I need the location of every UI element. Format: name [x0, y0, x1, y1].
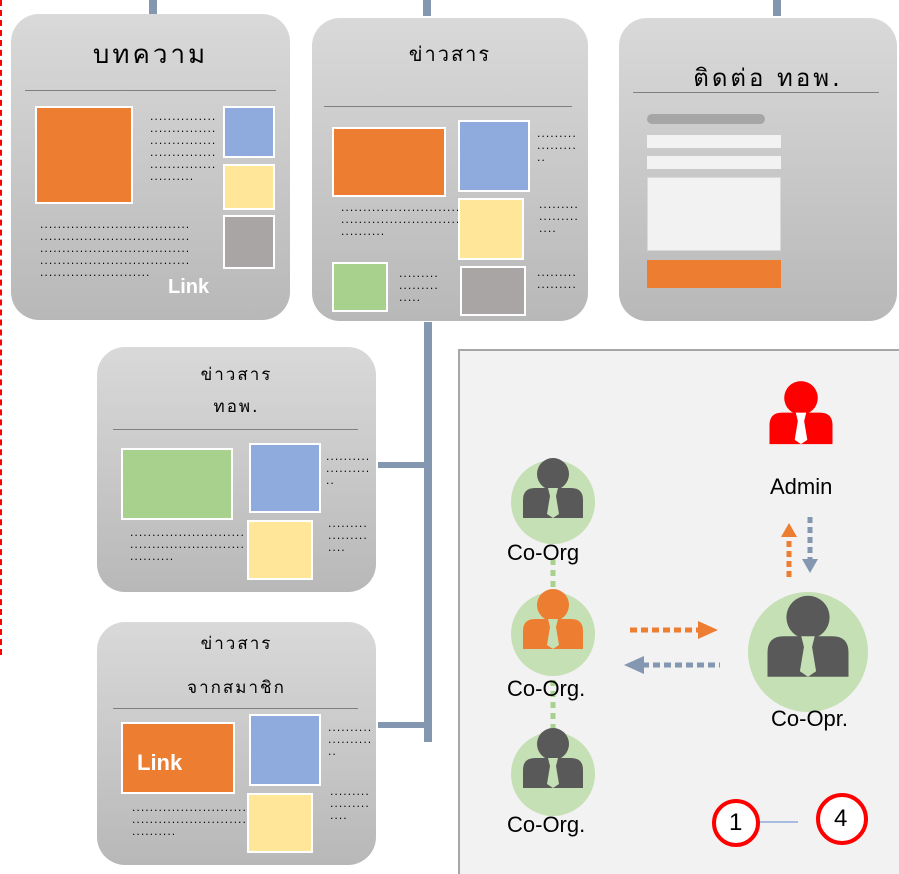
- articles-link[interactable]: Link: [168, 276, 210, 298]
- thumb-placeholder: [332, 262, 388, 312]
- text-placeholder: ........................... ............…: [131, 804, 251, 838]
- text-placeholder: .......... .......... ..: [327, 724, 372, 758]
- image-placeholder: [332, 127, 446, 197]
- form-field-placeholder: [647, 156, 781, 169]
- connector-branch-member: [378, 722, 432, 728]
- form-field-placeholder: [647, 135, 781, 148]
- label-co-org-bottom: Co-Org.: [507, 812, 586, 837]
- connector-top-3: [773, 0, 781, 16]
- card-articles[interactable]: บทความ ............... ............... .…: [11, 14, 290, 320]
- divider: [25, 90, 276, 91]
- text-placeholder: .................................. .....…: [39, 221, 190, 279]
- roles-diagram: [511, 381, 868, 847]
- image-placeholder: [121, 448, 233, 520]
- person-icon: [767, 595, 849, 677]
- badge-end-label: 4: [834, 805, 848, 832]
- form-textarea-placeholder: [647, 177, 781, 251]
- text-placeholder: ......... ......... .....: [398, 270, 439, 304]
- text-placeholder: ......... ......... ....: [538, 201, 579, 235]
- thumb-placeholder: [247, 793, 313, 853]
- form-submit-placeholder: [647, 260, 781, 288]
- person-icon: [523, 589, 583, 649]
- badge-end-circle: [816, 793, 868, 845]
- thumb-placeholder: [249, 714, 321, 786]
- arrow-left-head: [624, 656, 644, 674]
- text-placeholder: ......... ......... ....: [329, 788, 370, 822]
- person-icon: [523, 458, 583, 518]
- thumb-placeholder: [249, 443, 321, 513]
- text-placeholder: .......... .......... ..: [325, 453, 370, 487]
- text-placeholder: ............................. ..........…: [340, 204, 469, 238]
- thumb-placeholder: [223, 215, 275, 269]
- text-placeholder: .......................... .............…: [129, 529, 245, 563]
- thumb-placeholder: [247, 520, 313, 580]
- left-dashed-border: [0, 0, 2, 655]
- card-tod-news-title-1: ข่าวสาร: [200, 365, 273, 385]
- person-icon: [523, 728, 583, 788]
- badge-start-label: 1: [729, 809, 743, 836]
- label-co-org-top: Co-Org: [507, 540, 580, 565]
- card-member-news-title-2: จากสมาชิก: [187, 678, 286, 698]
- label-co-org-mid: Co-Org.: [507, 676, 586, 701]
- card-tod-news-title-2: ทอพ.: [213, 397, 260, 417]
- image-placeholder: [35, 106, 133, 204]
- divider: [324, 106, 572, 107]
- card-articles-title: บทความ: [92, 40, 209, 70]
- text-placeholder: ............... ............... ........…: [149, 113, 216, 183]
- card-contact-title: ติดต่อ ทอพ.: [693, 64, 843, 92]
- label-co-opr: Co-Opr.: [771, 706, 849, 731]
- card-news-title: ข่าวสาร: [408, 42, 492, 66]
- text-placeholder: ......... .........: [536, 269, 577, 291]
- badge-start-circle: [712, 799, 760, 847]
- arrow-up-head: [781, 523, 797, 537]
- form-heading-placeholder: [647, 114, 765, 124]
- divider: [113, 708, 358, 709]
- thumb-placeholder: [458, 198, 524, 260]
- connector-branch-tod: [378, 462, 432, 468]
- connector-top-1: [149, 0, 157, 16]
- divider: [633, 92, 879, 93]
- thumb-placeholder: [460, 266, 526, 316]
- card-contact[interactable]: ติดต่อ ทอพ.: [619, 18, 897, 321]
- image-placeholder: [121, 722, 235, 794]
- connector-trunk: [424, 322, 432, 742]
- card-tod-news[interactable]: ข่าวสาร ทอพ. .......... .......... .. ..…: [97, 347, 376, 592]
- card-member-news[interactable]: ข่าวสาร จากสมาชิก Link .......... ......…: [97, 622, 376, 865]
- text-placeholder: ......... ......... ..: [536, 130, 577, 164]
- connector-top-2: [423, 0, 431, 16]
- thumb-placeholder: [223, 164, 275, 210]
- member-news-link[interactable]: Link: [137, 750, 183, 775]
- arrow-down-head: [802, 559, 818, 573]
- thumb-placeholder: [458, 120, 530, 192]
- card-member-news-title-1: ข่าวสาร: [200, 634, 273, 654]
- card-news[interactable]: ข่าวสาร ......... ......... .. .........…: [312, 18, 588, 321]
- divider: [113, 429, 358, 430]
- label-admin: Admin: [770, 474, 833, 499]
- arrow-right-head: [698, 621, 718, 639]
- person-icon: [769, 381, 833, 445]
- thumb-placeholder: [223, 106, 275, 158]
- text-placeholder: ......... ......... ....: [327, 520, 368, 554]
